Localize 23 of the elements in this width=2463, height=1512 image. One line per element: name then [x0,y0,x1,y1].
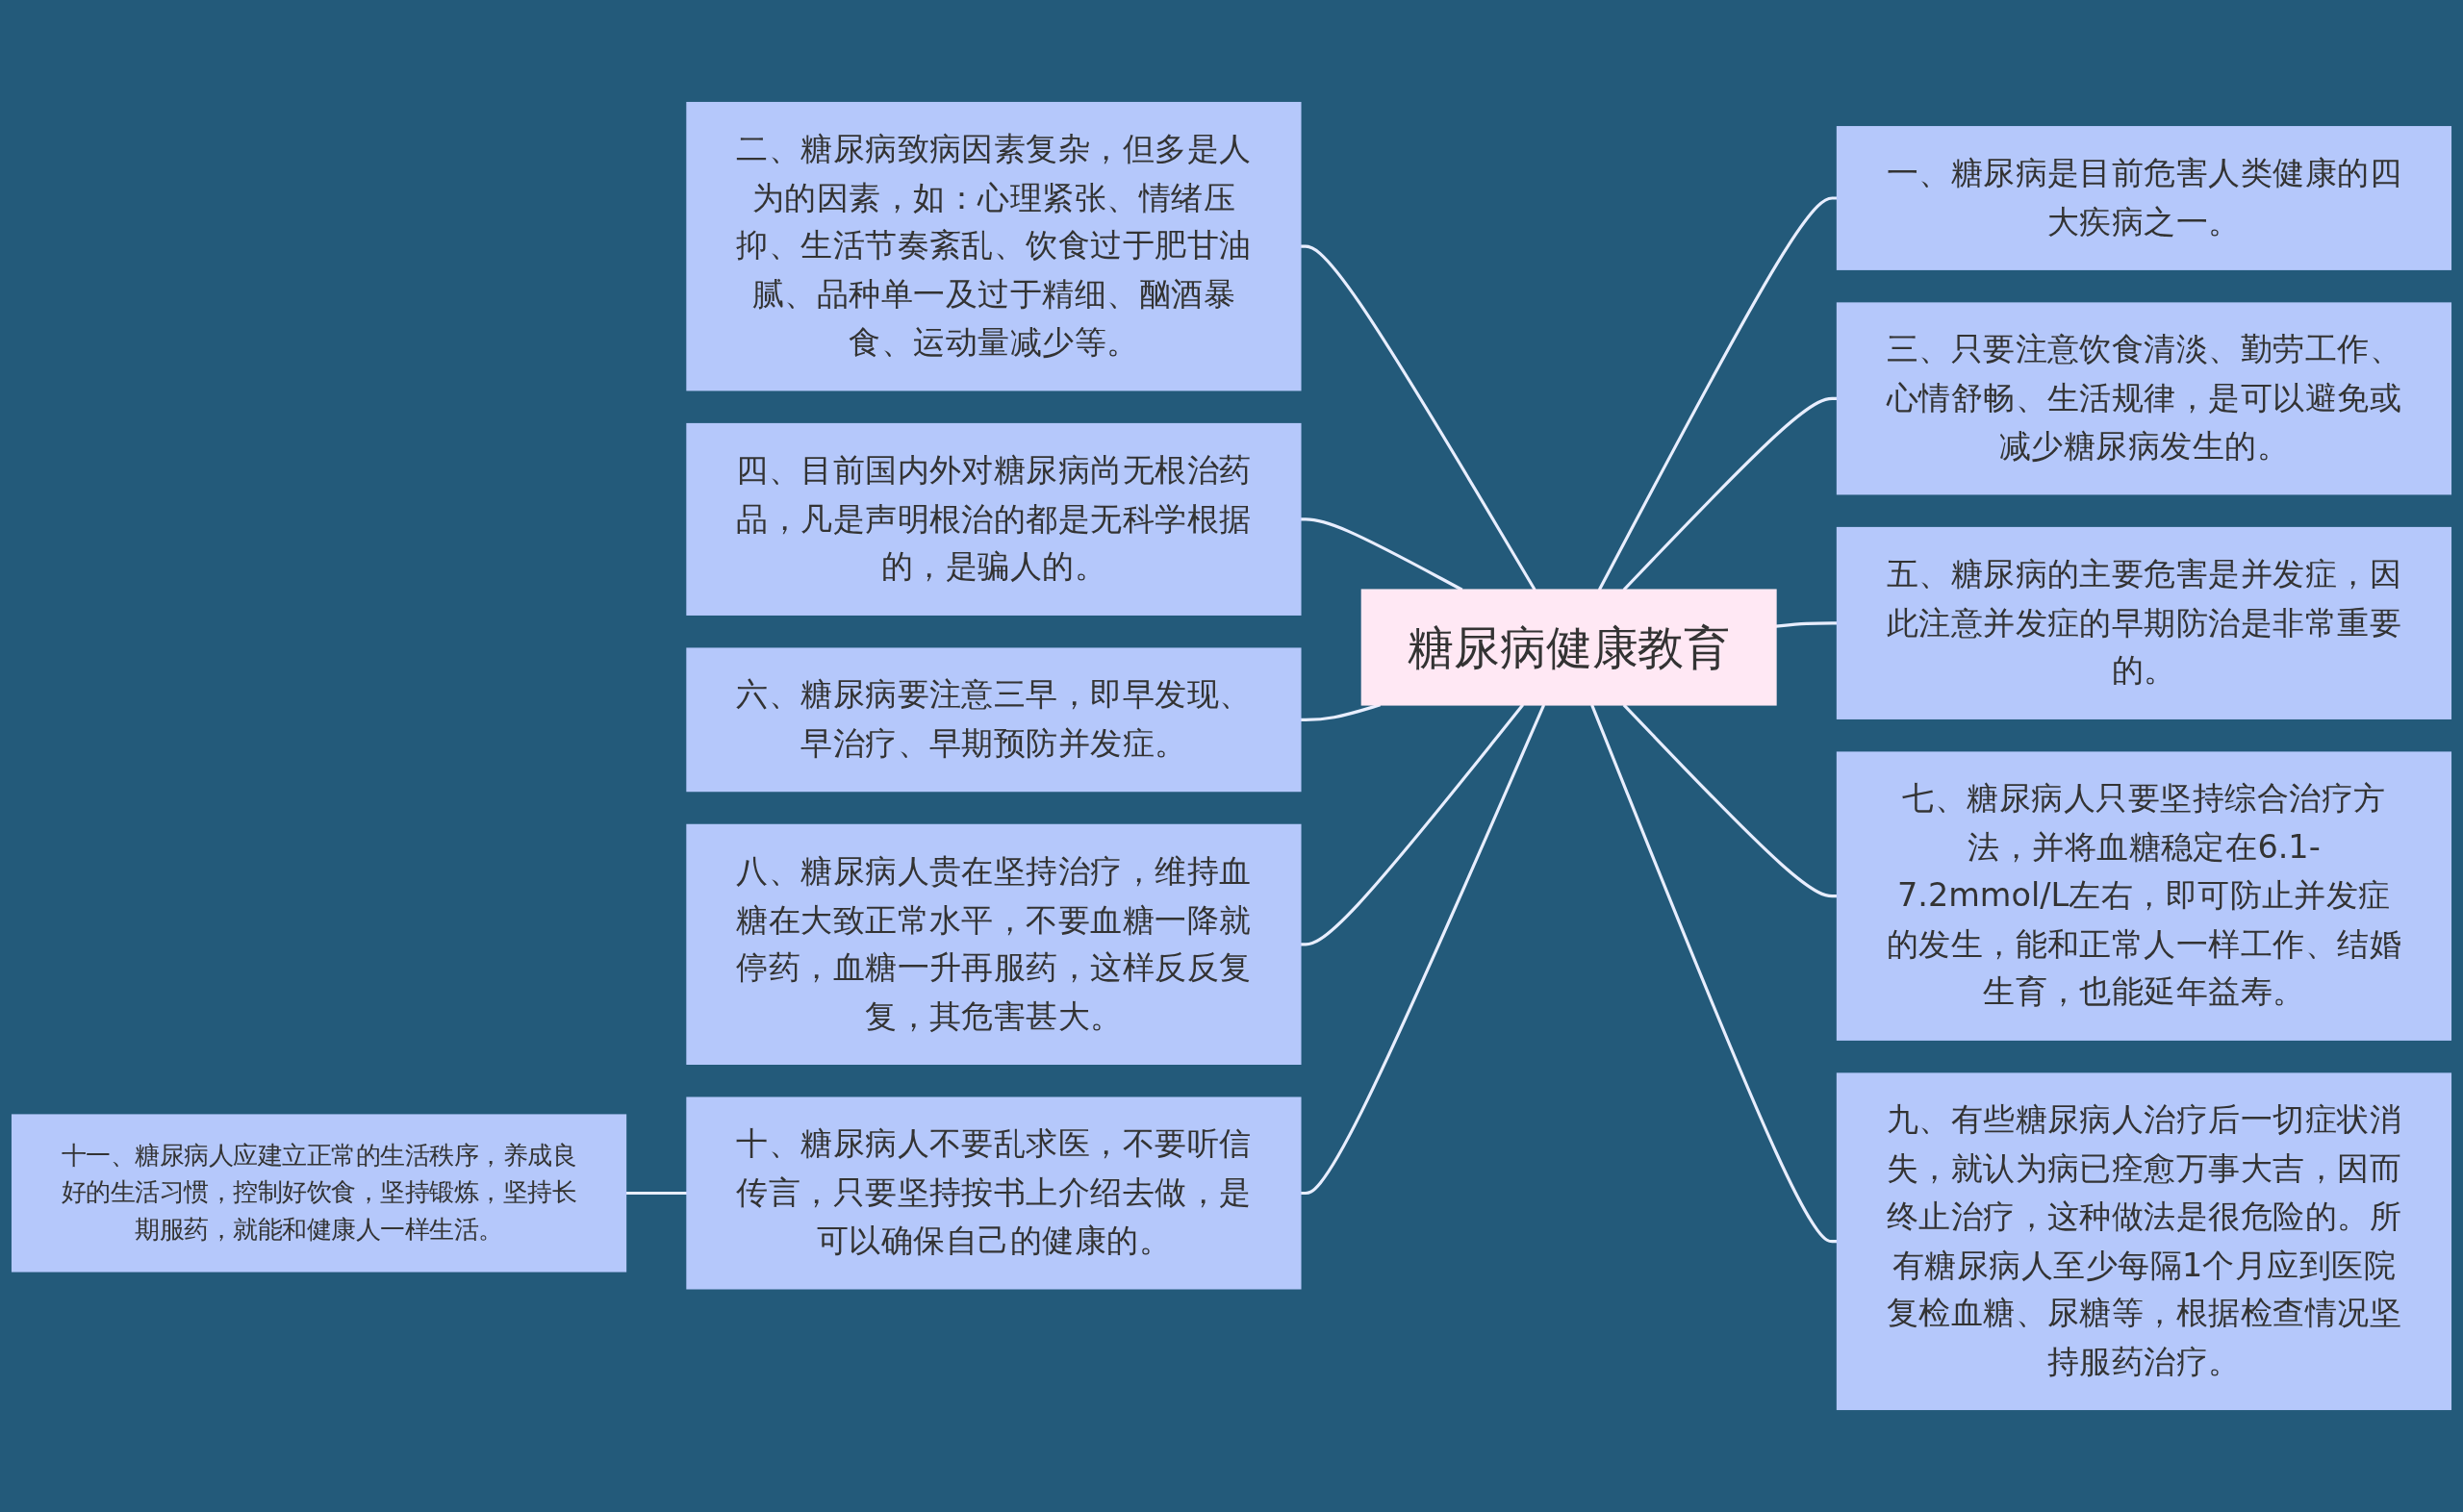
node-box: 糖尿病健康教育 [1360,589,1777,706]
connector [1590,704,1838,1244]
connector [1300,517,1463,592]
connector [1597,196,1838,591]
node-box: 八、糖尿病人贵在坚持治疗，维持血糖在大致正常水平，不要血糖一降就停药，血糖一升再服药，这样反反复复，其危害甚大。 [686,823,1302,1065]
node-box: 五、糖尿病的主要危害是并发症，因此注意并发症的早期防治是非常重要的。 [1836,526,2452,719]
connector [1300,703,1382,721]
connector [625,1191,688,1196]
connector [1300,703,1525,946]
node-box: 四、目前国内外对糖尿病尚无根治药品，凡是声明根治的都是无科学根据的，是骗人的。 [686,422,1302,616]
node-box: 二、糖尿病致病因素复杂，但多是人为的因素，如：心理紧张、情绪压抑、生活节奏紊乱、饮食过于肥甘油腻、品种单一及过于精细、酗酒暴食、运动量减少等。 [686,101,1302,391]
node-box: 十一、糖尿病人应建立正常的生活秩序，养成良好的生活习惯，控制好饮食，坚持锻炼，坚持长期服药，就能和健康人一样生活。 [11,1114,627,1273]
connector [1622,396,1838,592]
node-box: 十、糖尿病人不要乱求医，不要听信传言，只要坚持按书上介绍去做，是可以确保自己的健康的。 [686,1096,1302,1290]
connector [1775,621,1838,628]
node-box: 一、糖尿病是目前危害人类健康的四大疾病之一。 [1836,126,2452,270]
node-box: 九、有些糖尿病人治疗后一切症状消失，就认为病已痊愈万事大吉，因而终止治疗，这种做法是很危险的。所有糖尿病人至少每隔1个月应到医院复检血糖、尿糖等，根据检查情况坚持服药治疗。 [1836,1072,2452,1411]
connector [1300,704,1546,1196]
node-box: 六、糖尿病要注意三早，即早发现、早治疗、早期预防并发症。 [686,647,1302,793]
node-box: 七、糖尿病人只要坚持综合治疗方法，并将血糖稳定在6.1-7.2mmol/L左右，即可防止并发症的发生，能和正常人一样工作、结婚生育，也能延年益寿。 [1836,751,2452,1041]
connector [1622,703,1838,898]
node-box: 三、只要注意饮食清淡、勤劳工作、心情舒畅、生活规律，是可以避免或减少糖尿病发生的。 [1836,302,2452,495]
connector [1300,244,1536,592]
